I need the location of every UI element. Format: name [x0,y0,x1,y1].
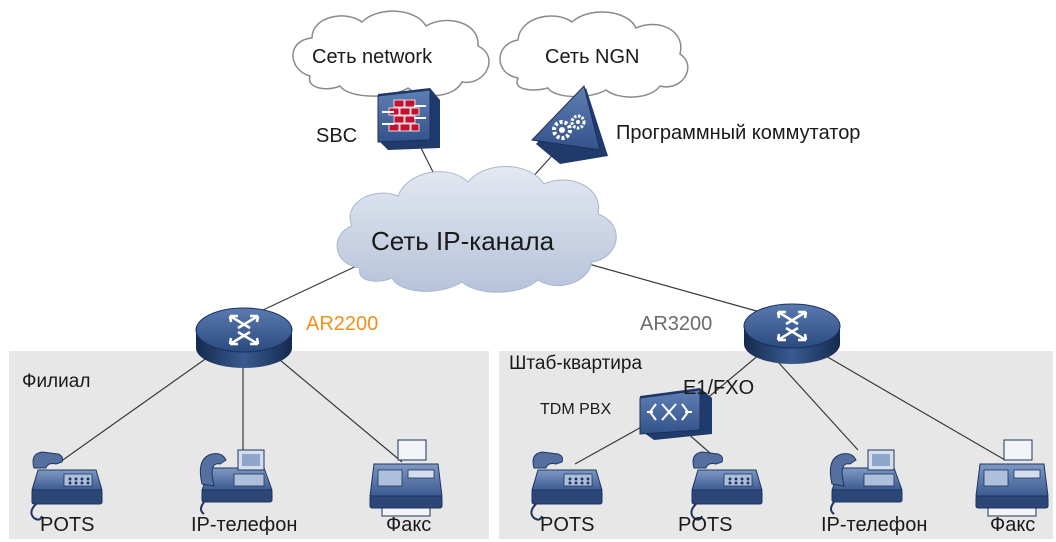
e1-fxo-label: E1/FXO [683,377,755,399]
ip-cloud [336,166,617,293]
hq-site-label: Штаб-квартира [509,353,643,374]
hq-pots-1-label: POTS [540,514,595,536]
network-links [59,125,1006,465]
sbc-label: SBC [316,125,358,147]
ngn-cloud-label: Сеть NGN [545,46,640,68]
ar2200-label: AR2200 [306,313,379,335]
tdm-pbx-label: TDM PBX [540,401,612,418]
ip-cloud-label: Сеть IP-канала [371,226,555,256]
hq-fax-label: Факс [990,514,1036,536]
hq-site-area [499,351,1053,539]
network-cloud-label: Сеть network [312,46,433,68]
hq-pots-2-label: POTS [678,514,733,536]
branch-ip-phone-label: IP-телефон [191,514,298,536]
ar3200-label: AR3200 [640,313,713,335]
ar2200-router-icon [194,306,294,370]
branch-fax-label: Факс [386,514,432,536]
hq-ip-phone-label: IP-телефон [821,514,928,536]
ngn-cloud [499,11,689,98]
softswitch-icon [530,85,608,164]
tdm-pbx-icon [639,388,712,440]
ar3200-router-icon [742,302,842,366]
branch-site-label: Филиал [22,371,91,392]
softswitch-label: Программный коммутатор [616,122,861,144]
sbc-firewall-icon [377,88,440,150]
network-cloud [292,10,490,97]
branch-pots-label: POTS [40,514,95,536]
